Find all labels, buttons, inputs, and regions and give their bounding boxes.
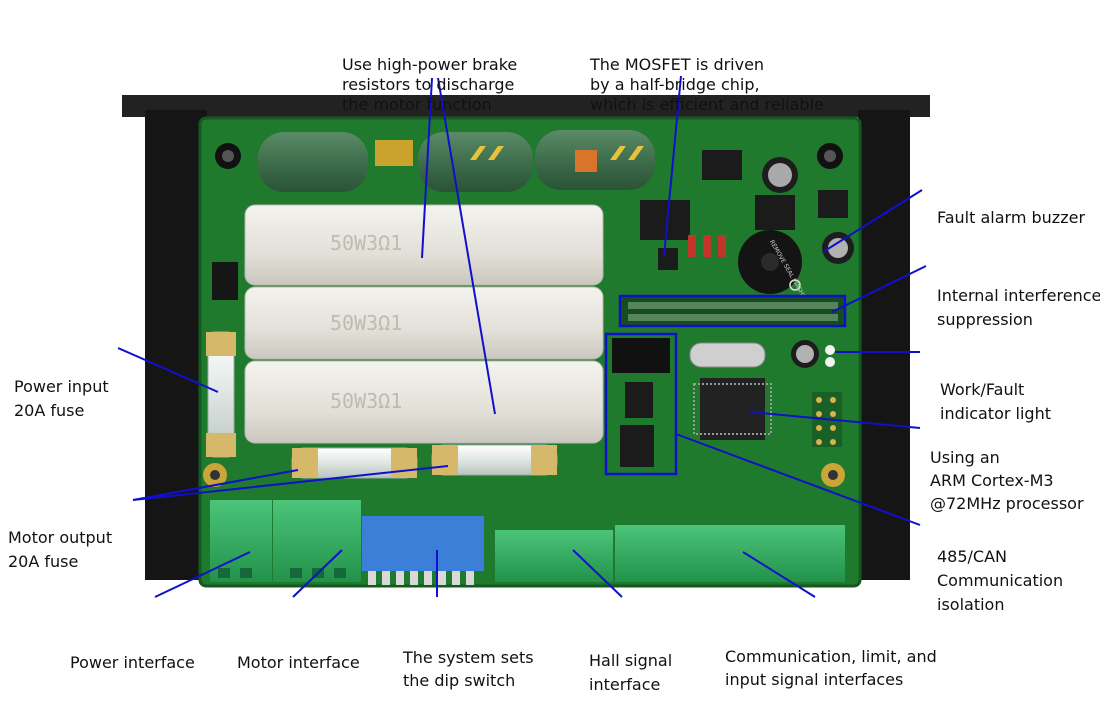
motor-output-fuses xyxy=(291,444,558,479)
controller-board-photo: 50W3Ω1 50W3Ω1 50W3Ω1 REMOVE SEAL WASHING xyxy=(117,75,930,598)
fault-buzzer xyxy=(738,230,802,294)
resistor-marking: 50W3Ω1 xyxy=(330,311,402,335)
half-bridge-driver-area xyxy=(640,150,848,270)
isolation-chips xyxy=(604,332,678,476)
enclosure xyxy=(122,95,930,580)
power-regulator xyxy=(212,262,238,300)
leader-lines xyxy=(117,75,927,598)
electrolytic-capacitors xyxy=(258,130,854,368)
mounting-screws xyxy=(203,143,845,487)
power-input-fuse xyxy=(206,331,236,458)
resistor-marking: 50W3Ω1 xyxy=(330,231,402,255)
dip-switch xyxy=(362,516,484,585)
interference-suppression-strip xyxy=(618,294,847,328)
brake-resistors xyxy=(244,204,604,444)
terminal-blocks xyxy=(210,500,845,582)
processor-area xyxy=(689,342,842,447)
resistor-marking: 50W3Ω1 xyxy=(330,389,402,413)
callout-buzzer: Fault alarm buzzer xyxy=(937,208,1086,227)
callout-power-interface: Power interface xyxy=(70,653,195,672)
callout-motor-interface: Motor interface xyxy=(237,653,360,672)
